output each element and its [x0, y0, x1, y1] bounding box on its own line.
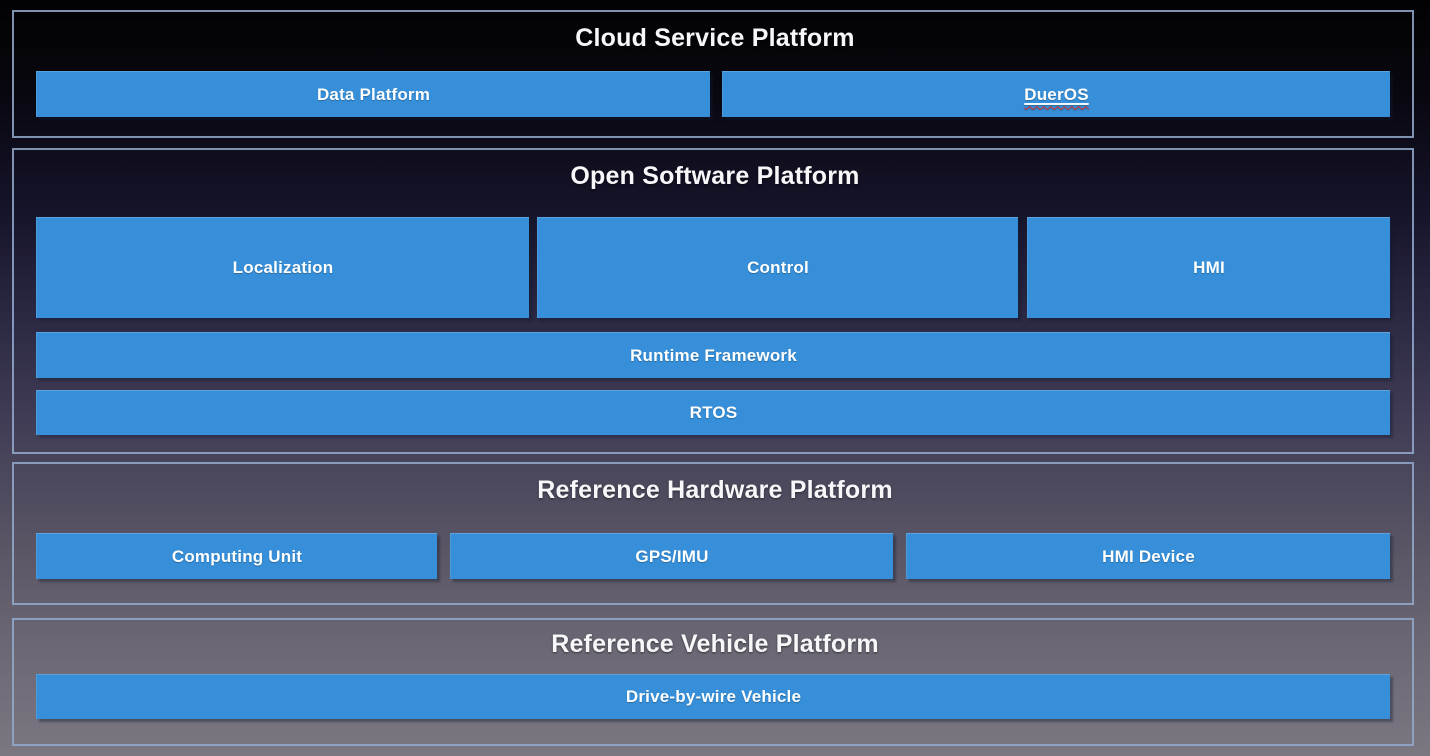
box-label: GPS/IMU: [635, 546, 709, 566]
box-label: Control: [747, 258, 809, 277]
box-runtime-framework: Runtime Framework: [36, 332, 1390, 378]
section-reference-hardware-platform: [12, 462, 1414, 605]
box-computing-unit: Computing Unit: [36, 533, 437, 579]
section-title-open-software-platform: Open Software Platform: [570, 162, 860, 190]
box-dueros: DuerOS: [722, 71, 1390, 117]
box-label: Localization: [232, 258, 334, 277]
section-title-cloud-service-platform: Cloud Service Platform: [575, 24, 855, 52]
box-label: HMI: [1193, 258, 1225, 277]
box-label: Drive-by-wire Vehicle: [625, 687, 802, 706]
section-title-reference-vehicle-platform: Reference Vehicle Platform: [551, 630, 879, 658]
box-gps-imu: GPS/IMU: [450, 533, 893, 579]
box-hmi-device: HMI Device: [906, 533, 1390, 579]
box-drive-by-wire-vehicle: Drive-by-wire Vehicle: [36, 674, 1390, 719]
box-hmi: HMI: [1027, 217, 1390, 318]
section-reference-vehicle-platform: [12, 618, 1414, 746]
section-title-reference-hardware-platform: Reference Hardware Platform: [537, 476, 893, 504]
section-open-software-platform: [12, 148, 1414, 454]
dueros-underline: DuerOS: [1024, 85, 1089, 105]
box-rtos: RTOS: [36, 390, 1390, 435]
box-localization: Localization: [36, 217, 529, 318]
box-label: Runtime Framework: [630, 345, 797, 365]
box-label: RTOS: [689, 403, 738, 422]
box-label: HMI Device: [1102, 546, 1195, 566]
section-cloud-service-platform: [12, 10, 1414, 138]
box-control: Control: [537, 217, 1018, 318]
box-data-platform: Data Platform: [36, 71, 710, 117]
box-label: Computing Unit: [171, 546, 303, 566]
box-label: DuerOS: [1024, 84, 1089, 104]
box-label: Data Platform: [316, 84, 431, 104]
